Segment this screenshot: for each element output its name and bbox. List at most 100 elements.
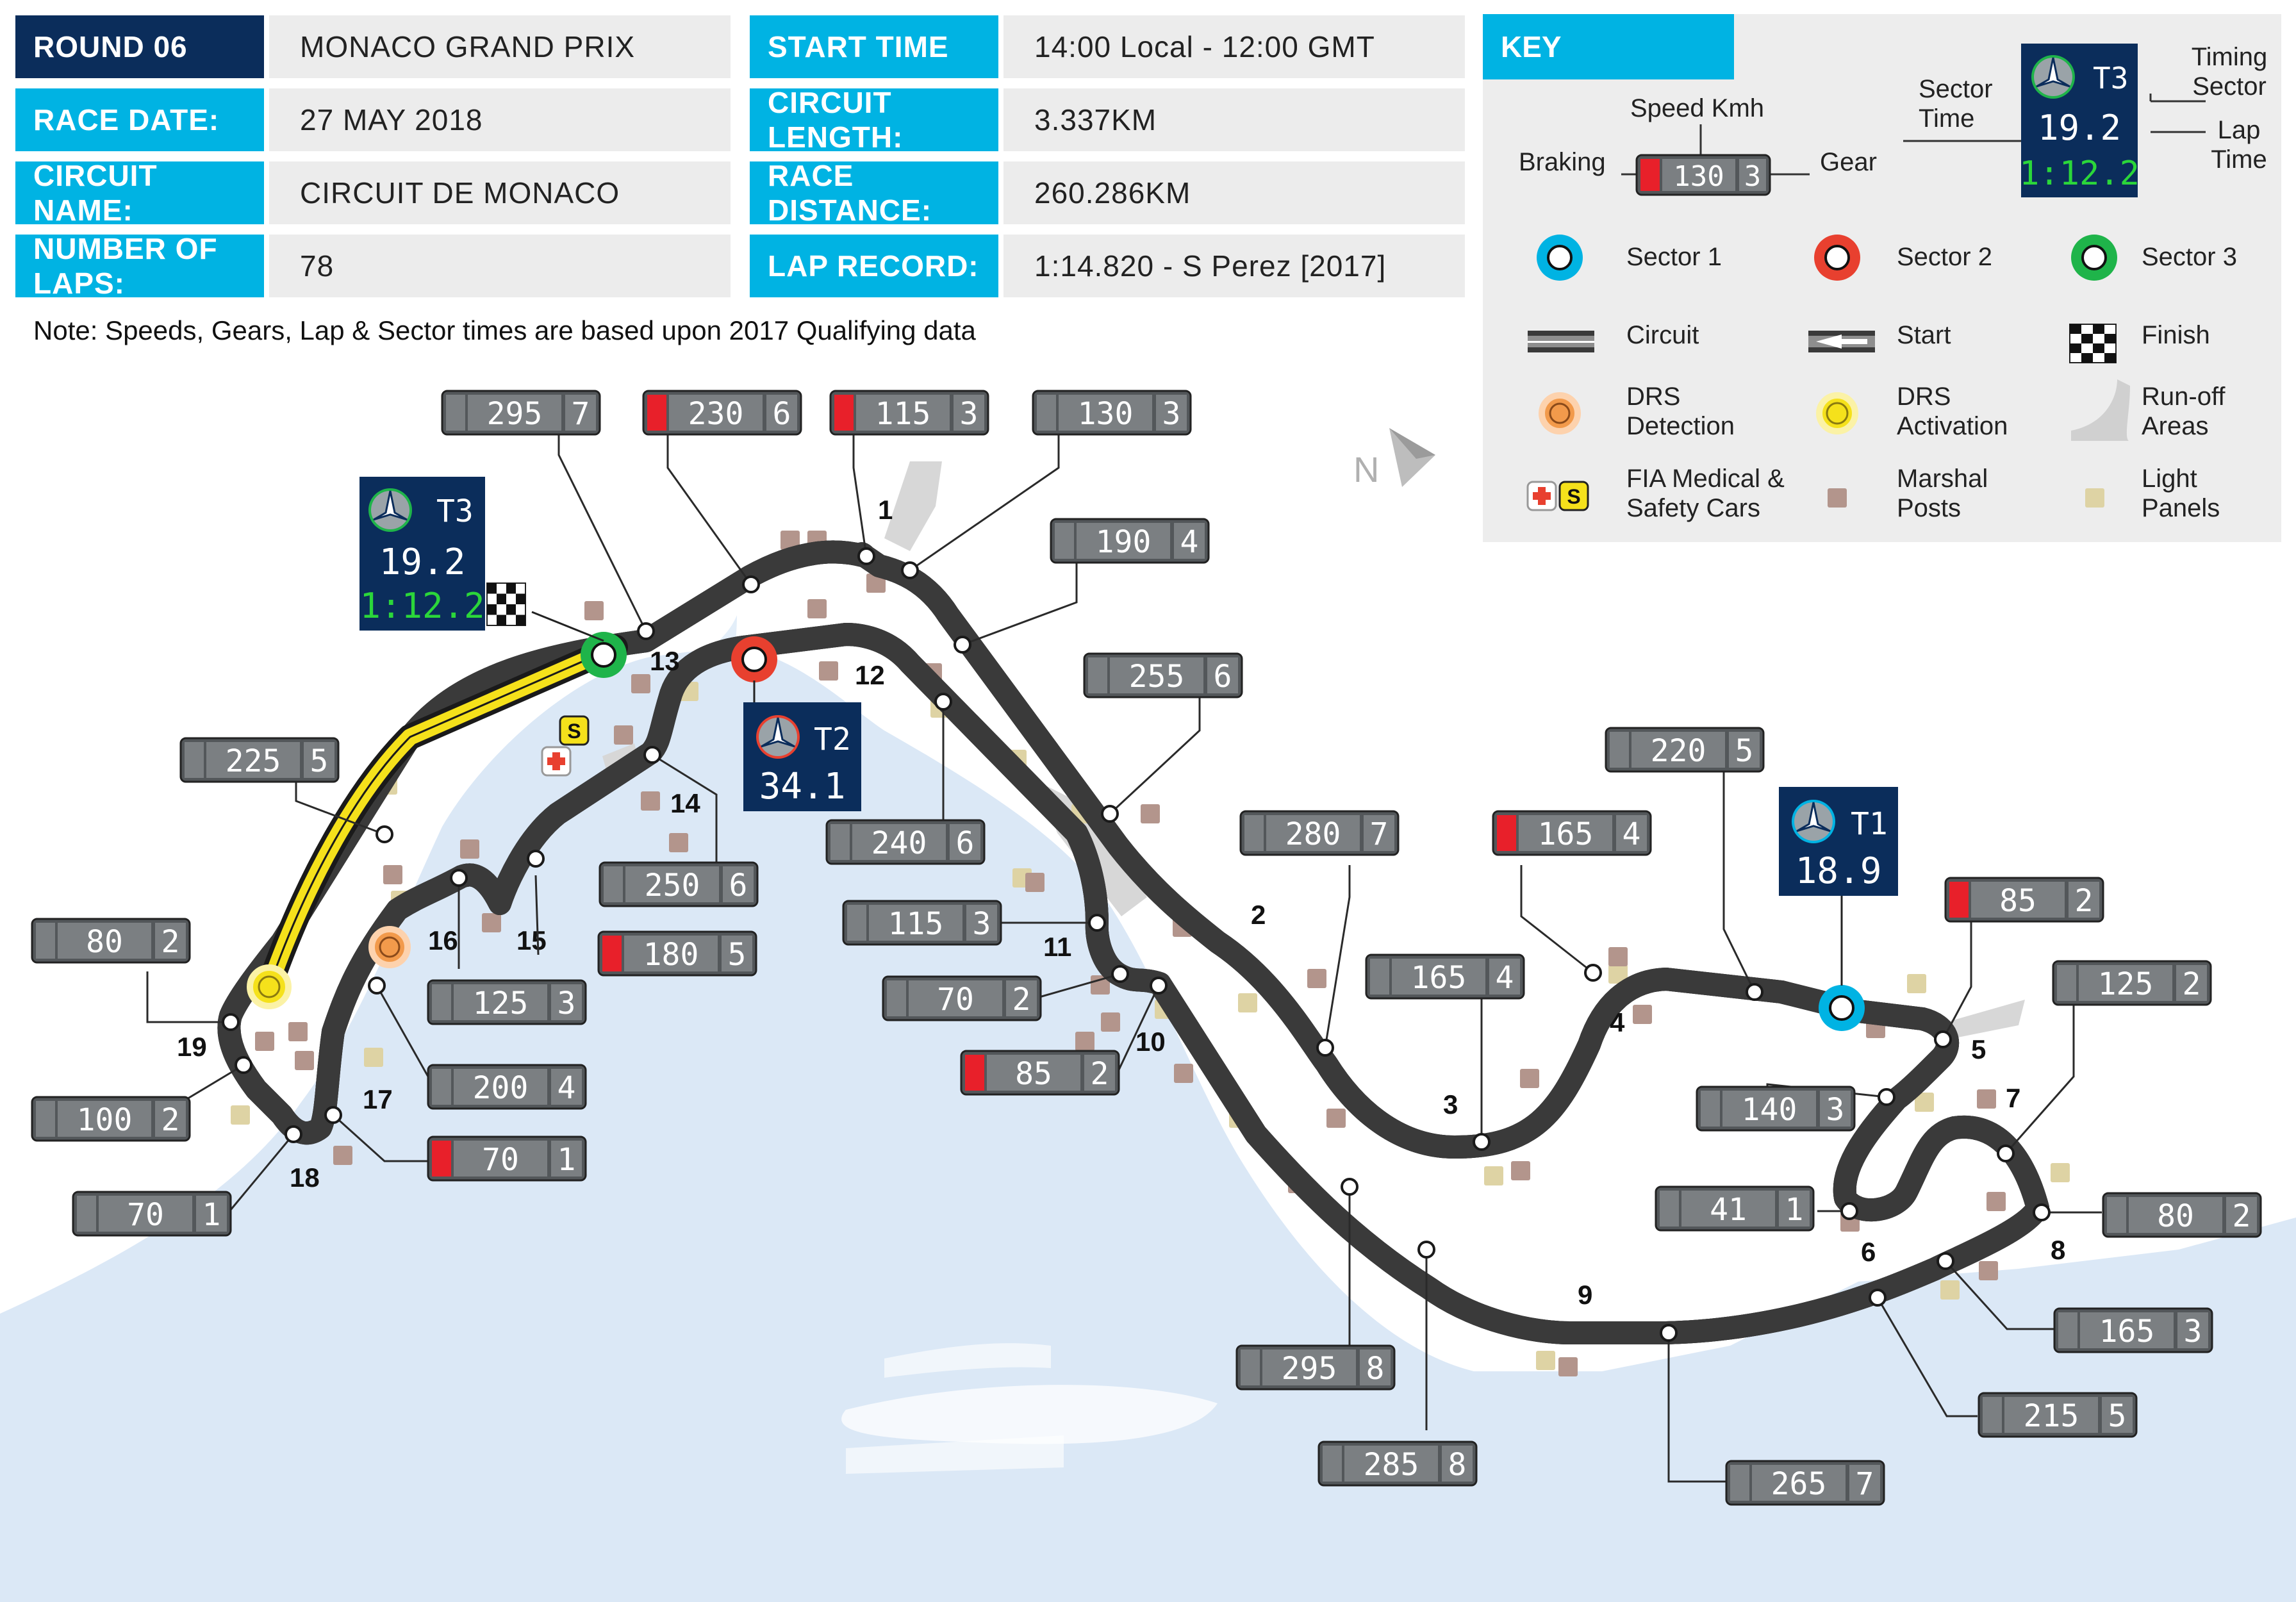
mercedes-star-icon (756, 715, 800, 759)
speed-value: 255 (1129, 659, 1185, 695)
gear-value: 1 (1785, 1192, 1804, 1228)
drs-detection-icon (368, 926, 411, 968)
key-finish-label: Finish (2142, 321, 2210, 349)
sector-t3-time: 19.2 (379, 541, 466, 583)
circuit-length-value: 3.337KM (1003, 88, 1465, 151)
speed-value: 125 (473, 986, 529, 1021)
sector-t1-box: T1 18.9 (1779, 787, 1898, 986)
key-speed-label: Speed Kmh (1630, 94, 1765, 122)
laps-label: NUMBER OF LAPS: (15, 232, 264, 300)
speed-value: 165 (1411, 960, 1467, 996)
speed-value: 180 (643, 937, 699, 973)
key-drs-detection-icon (1539, 392, 1581, 434)
key-sector2-label: Sector 2 (1897, 243, 1992, 271)
speed-value: 200 (473, 1070, 529, 1106)
gear-value: 3 (557, 986, 576, 1021)
gear-value: 6 (1214, 659, 1232, 695)
key-title: KEY (1483, 14, 1734, 79)
speed-value: 240 (871, 825, 927, 861)
key-runoff-label: Run-off Areas (2142, 383, 2226, 440)
sector-2-marker-icon (731, 636, 777, 682)
key-sector3-label: Sector 3 (2142, 243, 2237, 271)
gear-value: 3 (2184, 1314, 2202, 1350)
drs-activation-icon (247, 964, 292, 1009)
gear-value: 2 (1012, 982, 1031, 1018)
gear-value: 2 (2233, 1198, 2251, 1234)
key-sector-box: T3 19.2 1:12.2 (2019, 44, 2140, 197)
key-fia-label: FIA Medical & Safety Cars (1626, 465, 1785, 522)
marshal-posts (255, 531, 2006, 1376)
speed-value: 250 (645, 868, 700, 904)
compass-icon: N (1353, 428, 1435, 490)
speed-value: 165 (1538, 816, 1594, 852)
speed-value: 230 (688, 396, 744, 432)
speed-value: 265 (1771, 1466, 1827, 1502)
gear-value: 2 (161, 1102, 180, 1138)
data-note: Note: Speeds, Gears, Lap & Sector times … (33, 315, 976, 345)
key-drs-detection-label: DRS Detection (1626, 383, 1735, 440)
sector-t2-box: T2 34.1 (743, 681, 861, 811)
key-start-icon (1808, 331, 1875, 352)
key-gear-label: Gear (1820, 148, 1877, 176)
corner-15: 15 (516, 925, 547, 955)
key-timing-sector-label: Timing Sector (2191, 43, 2268, 101)
race-distance-value: 260.286KM (1003, 161, 1465, 224)
corner-13: 13 (650, 646, 680, 676)
gear-value: 2 (1091, 1056, 1109, 1092)
speed-box-16: 70 2 (882, 975, 1042, 1021)
key-sector-time-label: Sector Time (1919, 75, 1993, 133)
speed-value: 85 (1999, 883, 2036, 919)
gear-value: 4 (1496, 960, 1514, 996)
key-sample-sector-time: 19.2 (2038, 108, 2121, 148)
speed-value: 70 (937, 982, 974, 1018)
corner-12: 12 (855, 660, 885, 690)
speed-value: 115 (888, 906, 944, 942)
gear-value: 8 (1366, 1351, 1385, 1387)
race-distance-label: RACE DISTANCE: (750, 159, 998, 227)
key-marshal-icon (1828, 488, 1847, 508)
lap-record-value: 1:14.820 - S Perez [2017] (1003, 235, 1465, 297)
speed-value: 225 (226, 743, 281, 779)
key-light-icon (2085, 488, 2104, 508)
sector-t3-box: T3 19.2 1:12.2 (359, 477, 485, 631)
corner-11: 11 (1043, 932, 1071, 962)
sector-t2-name: T2 (814, 722, 851, 757)
key-sample-speed: 130 (1673, 160, 1724, 193)
corner-2: 2 (1251, 900, 1266, 930)
key-sector1-icon (1537, 235, 1583, 281)
sector-t3-lap-time: 1:12.2 (359, 586, 484, 626)
corner-16: 16 (428, 925, 458, 955)
key-circuit-icon (1528, 331, 1594, 352)
circuit-name-value: CIRCUIT DE MONACO (269, 161, 731, 224)
safety-car-icon: S (559, 715, 590, 746)
speed-value: 70 (127, 1197, 164, 1233)
speed-value: 80 (86, 924, 123, 960)
medical-car-icon (541, 746, 572, 777)
key-braking-label: Braking (1519, 148, 1606, 176)
gear-value: 3 (960, 396, 979, 432)
speed-box-18: 125 3 (427, 979, 587, 1025)
corner-7: 7 (2006, 1083, 2020, 1113)
corner-17: 17 (363, 1084, 393, 1114)
corner-4: 4 (1610, 1007, 1625, 1037)
gear-value: 4 (557, 1070, 576, 1106)
key-sector2-icon (1814, 235, 1860, 281)
gear-value: 6 (729, 868, 748, 904)
finish-flag-icon (486, 582, 526, 626)
